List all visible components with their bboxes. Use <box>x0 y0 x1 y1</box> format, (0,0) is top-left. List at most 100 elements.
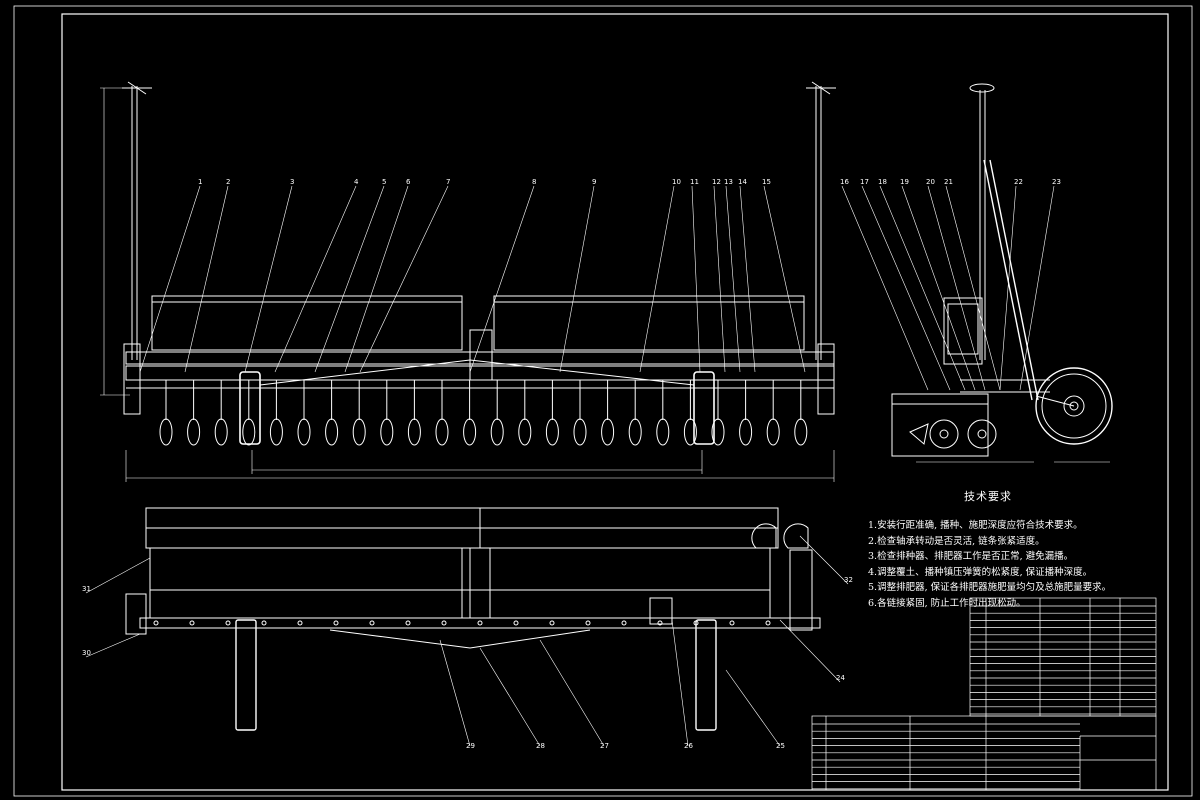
callout-number: 5 <box>382 178 386 186</box>
technical-requirements-title: 技术要求 <box>964 490 1012 503</box>
callout-number: 15 <box>762 178 771 186</box>
leader-line <box>244 185 293 373</box>
callout-number: 27 <box>600 742 609 750</box>
leader-line <box>479 647 541 747</box>
bolt <box>225 620 231 626</box>
bolt <box>621 620 627 626</box>
leader-line <box>539 639 605 747</box>
requirement-item: 3.检查排种器、排肥器工作是否正常, 避免漏播。 <box>868 551 1074 562</box>
callout-number: 28 <box>536 742 545 750</box>
callout-number: 18 <box>878 178 887 186</box>
opener-disk <box>794 418 808 446</box>
requirement-item: 1.安装行距准确, 播种、施肥深度应符合技术要求。 <box>868 520 1083 531</box>
callout-number: 4 <box>354 178 359 186</box>
callout-number: 32 <box>844 576 853 584</box>
callout-number: 16 <box>840 178 849 186</box>
opener-disk <box>463 418 477 446</box>
bolt <box>477 620 483 626</box>
callout-number: 25 <box>776 742 785 750</box>
opener-disk <box>159 418 173 446</box>
opener-disk <box>407 418 421 446</box>
leader-line <box>344 185 409 373</box>
outer-frame <box>13 5 1193 797</box>
callout-number: 1 <box>198 178 202 186</box>
callout-number: 11 <box>690 178 699 186</box>
technical-requirements-list: 1.安装行距准确, 播种、施肥深度应符合技术要求。 2.检查轴承转动是否灵活, … <box>868 518 1188 611</box>
opener-disk <box>518 418 532 446</box>
opener-disk <box>269 418 283 446</box>
opener-disk <box>242 418 256 446</box>
leader-line <box>85 557 151 594</box>
leader-line <box>763 185 806 373</box>
opener-disk <box>683 418 697 446</box>
bolt <box>153 620 159 626</box>
leader-line <box>184 185 229 373</box>
leader-line <box>879 185 966 391</box>
opener-disk <box>656 418 670 446</box>
leader-line <box>274 185 357 373</box>
opener-disk <box>380 418 394 446</box>
bolt <box>333 620 339 626</box>
callout-number: 6 <box>406 178 411 186</box>
callout-number: 9 <box>592 178 596 186</box>
bolt <box>261 620 267 626</box>
callout-number: 26 <box>684 742 693 750</box>
bolt <box>549 620 555 626</box>
callout-number: 2 <box>226 178 230 186</box>
bolt <box>585 620 591 626</box>
callout-number: 31 <box>82 585 91 593</box>
requirement-item: 4.调整覆土、播种镇压弹簧的松紧度, 保证播种深度。 <box>868 566 1093 578</box>
callout-number: 30 <box>82 649 91 657</box>
leader-line <box>1019 185 1055 391</box>
opener-disk <box>545 418 559 446</box>
opener-disk <box>297 418 311 446</box>
leader-line <box>639 185 675 373</box>
callout-number: 10 <box>672 178 681 186</box>
leader-line <box>469 185 535 373</box>
title-block <box>811 597 1157 791</box>
callout-number: 21 <box>944 178 953 186</box>
leader-line <box>559 185 595 373</box>
leader-line <box>139 185 201 373</box>
bolt <box>369 620 375 626</box>
callout-number: 23 <box>1052 178 1061 186</box>
technical-requirements: 技术要求 1.安装行距准确, 播种、施肥深度应符合技术要求。 2.检查轴承转动是… <box>868 488 1188 611</box>
leader-line <box>725 185 741 373</box>
leader-line <box>799 535 849 585</box>
opener-disk <box>711 418 725 446</box>
opener-disk <box>325 418 339 446</box>
leader-line <box>999 185 1017 391</box>
callout-number: 19 <box>900 178 909 186</box>
opener-disk <box>352 418 366 446</box>
leader-line <box>739 185 756 373</box>
requirement-item: 6.各链接紧固, 防止工作时出现松动。 <box>868 597 1026 609</box>
requirement-item: 5.调整排肥器, 保证各排肥器施肥量均匀及总施肥量要求。 <box>868 582 1112 593</box>
callout-number: 24 <box>836 674 845 682</box>
opener-disk <box>435 418 449 446</box>
leader-line <box>901 185 976 391</box>
bolt <box>765 620 771 626</box>
leader-line <box>945 185 1001 391</box>
leader-line <box>725 669 781 747</box>
leader-line <box>861 185 951 391</box>
leader-line <box>841 185 929 391</box>
leader-line <box>359 185 449 373</box>
bolt <box>657 620 663 626</box>
leader-line <box>713 185 726 373</box>
callout-number: 20 <box>926 178 935 186</box>
opener-disk <box>187 418 201 446</box>
opener-disk <box>490 418 504 446</box>
requirement-item: 2.检查轴承转动是否灵活, 链条张紧适度。 <box>868 535 1045 547</box>
bolt <box>729 620 735 626</box>
bolt <box>405 620 411 626</box>
opener-disk <box>628 418 642 446</box>
callout-number: 22 <box>1014 178 1023 186</box>
opener-disk <box>214 418 228 446</box>
leader-line <box>779 619 841 683</box>
opener-disk <box>739 418 753 446</box>
callout-number: 13 <box>724 178 733 186</box>
leader-line <box>691 185 701 373</box>
